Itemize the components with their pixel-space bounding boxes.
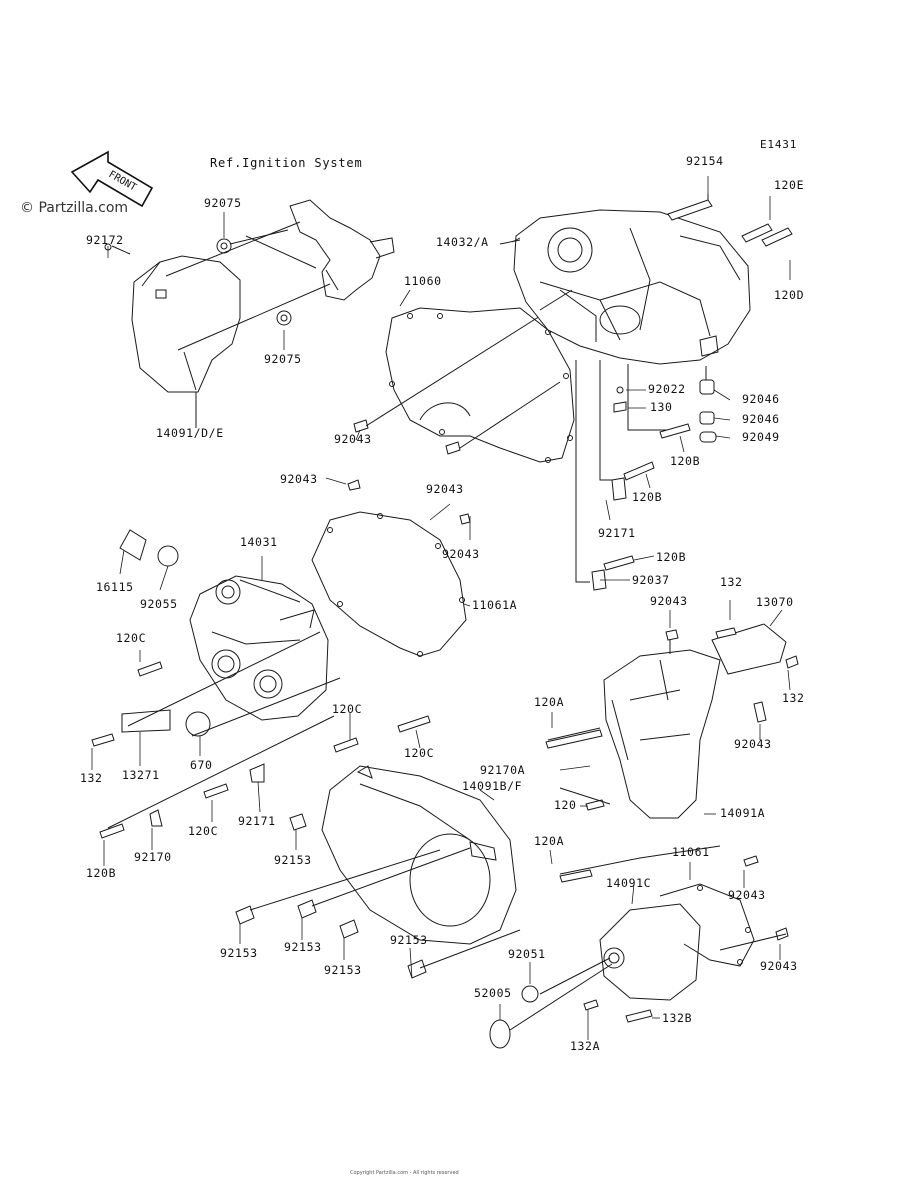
part-label: 92043 — [334, 432, 372, 446]
ignition-cover-assembly — [105, 200, 394, 428]
footer-copyright: Copyright Partzilla.com - All rights res… — [350, 1170, 459, 1176]
part-label: 92153 — [284, 940, 322, 954]
part-label: 120B — [632, 490, 663, 504]
part-label: 120D — [774, 288, 805, 302]
part-label: 120E — [774, 178, 805, 192]
part-label: 92046 — [742, 392, 780, 406]
part-label: 14091/D/E — [156, 426, 224, 440]
bracket-14091A — [546, 624, 798, 882]
part-label: 16115 — [96, 580, 134, 594]
part-label: 120A — [534, 834, 565, 848]
part-label: 92043 — [442, 547, 480, 561]
part-label: 92153 — [274, 853, 312, 867]
part-label: 92043 — [426, 482, 464, 496]
part-label: 120 — [554, 798, 577, 812]
reference-note: Ref.Ignition System — [210, 156, 363, 170]
part-label: 14032/A — [436, 235, 489, 249]
cover-14031 — [92, 530, 430, 838]
cover-14091C — [490, 856, 788, 1048]
part-label: 92154 — [686, 154, 724, 168]
part-label: 14031 — [240, 535, 278, 549]
part-label: 92170A — [480, 763, 526, 777]
part-label: 132A — [570, 1039, 601, 1053]
part-label: 14091C — [606, 876, 652, 890]
part-label: 92051 — [508, 947, 546, 961]
part-label: 120C — [188, 824, 219, 838]
part-label: 52005 — [474, 986, 512, 1000]
part-label: 120B — [86, 866, 117, 880]
part-label: 120A — [534, 695, 565, 709]
part-label: 92153 — [390, 933, 428, 947]
part-label: 13271 — [122, 768, 160, 782]
gasket-11060 — [354, 306, 574, 463]
part-label: 92043 — [650, 594, 688, 608]
gasket-11061A — [312, 480, 470, 657]
part-label: 92171 — [238, 814, 276, 828]
part-label: 14091A — [720, 806, 766, 820]
part-label: 92170 — [134, 850, 172, 864]
part-label: 132 — [782, 691, 805, 705]
part-label: 92075 — [204, 196, 242, 210]
part-label: 92153 — [220, 946, 258, 960]
part-label: 92043 — [734, 737, 772, 751]
cover-14032 — [500, 194, 792, 582]
part-label: 120C — [404, 746, 435, 760]
part-label: 92043 — [728, 888, 766, 902]
part-label: 120C — [332, 702, 363, 716]
part-label: 120B — [670, 454, 701, 468]
part-label: 11060 — [404, 274, 442, 288]
small-parts-group — [592, 380, 716, 590]
part-label: 13070 — [756, 595, 794, 609]
part-label: 14091B/F — [462, 779, 523, 793]
part-label: 92037 — [632, 573, 670, 587]
diagram-code: E1431 — [760, 138, 798, 151]
part-label: 132B — [662, 1011, 693, 1025]
part-label: 11061A — [472, 598, 518, 612]
part-label: 92171 — [598, 526, 636, 540]
cover-14091BF — [236, 766, 520, 978]
part-label: 11061 — [672, 845, 710, 859]
part-label: 92043 — [760, 959, 798, 973]
part-label: 120C — [116, 631, 147, 645]
part-label: 92055 — [140, 597, 178, 611]
part-label: 92043 — [280, 472, 318, 486]
part-label: 132 — [80, 771, 103, 785]
part-label: 92046 — [742, 412, 780, 426]
part-label: 92153 — [324, 963, 362, 977]
part-label: 132 — [720, 575, 743, 589]
watermark-text: © Partzilla.com — [20, 200, 129, 216]
part-label: 92172 — [86, 233, 124, 247]
part-label: 92075 — [264, 352, 302, 366]
front-arrow-icon: FRONT — [72, 152, 152, 206]
part-label: 92022 — [648, 382, 686, 396]
part-label: 670 — [190, 758, 213, 772]
part-label: 130 — [650, 400, 673, 414]
leader-lines — [92, 176, 790, 1040]
part-label: 120B — [656, 550, 687, 564]
part-label: 92049 — [742, 430, 780, 444]
